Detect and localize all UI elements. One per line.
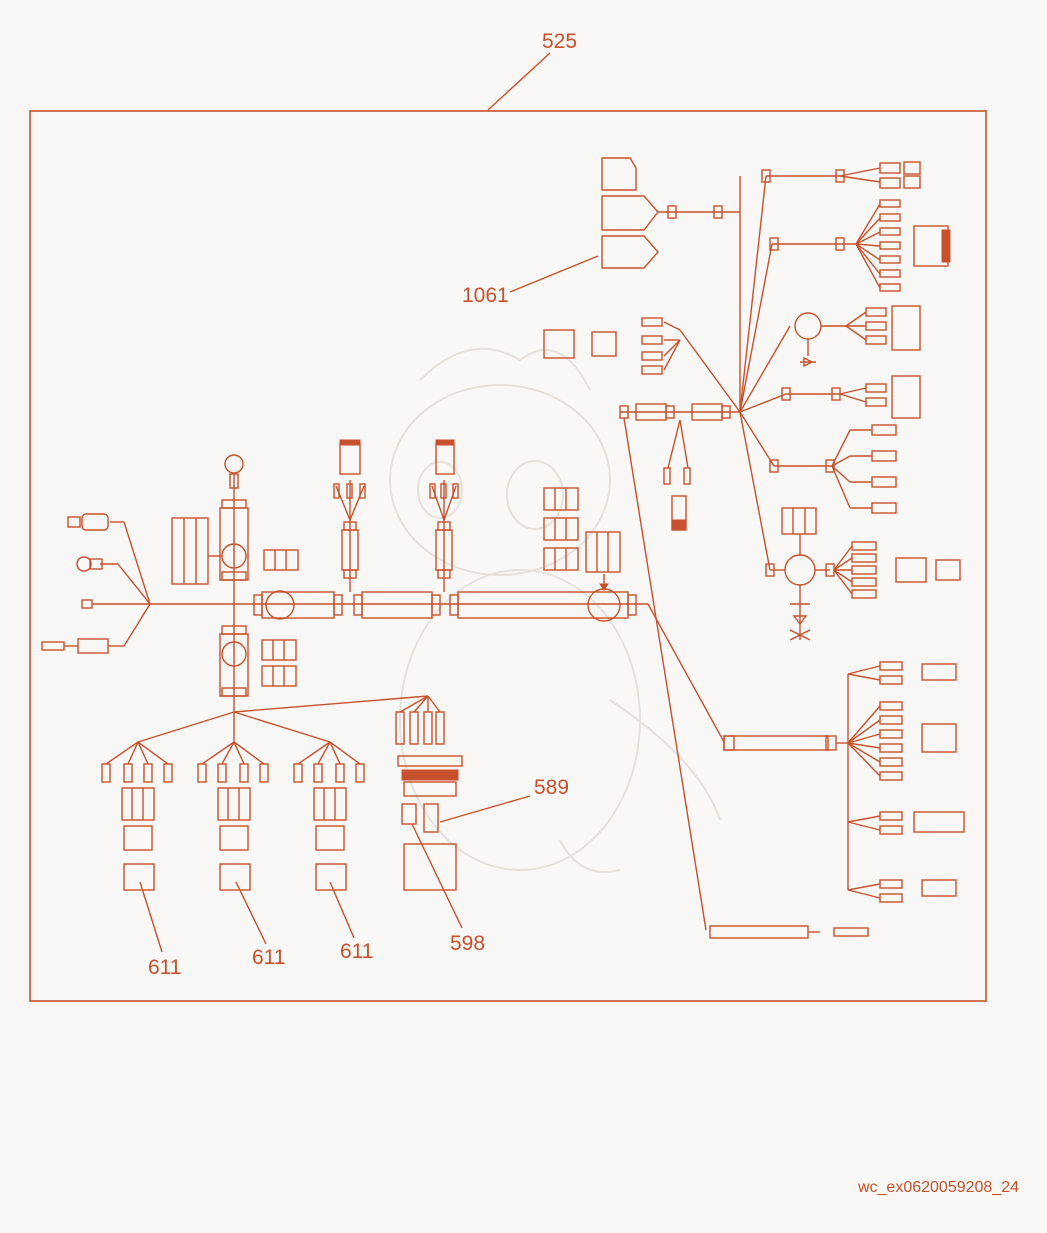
left-terminals bbox=[41, 513, 240, 654]
switch-group bbox=[601, 157, 741, 412]
figure-id: wc_ex0620059208_24 bbox=[857, 1179, 1019, 1196]
callout-1061: 1061 bbox=[462, 284, 509, 307]
relay-blocks-center bbox=[263, 487, 621, 573]
leader-598 bbox=[411, 823, 463, 929]
lower-right-harness bbox=[709, 661, 965, 939]
main-trunk bbox=[240, 574, 648, 622]
leader-589 bbox=[439, 795, 531, 823]
upper-branches bbox=[333, 439, 459, 592]
connector-cluster-top bbox=[543, 317, 741, 413]
callout-589: 589 bbox=[534, 776, 569, 799]
callout-611c: 611 bbox=[340, 940, 373, 963]
leader-611c bbox=[329, 881, 355, 939]
watermark-sketch bbox=[389, 347, 721, 873]
leader-525 bbox=[487, 52, 551, 111]
leader-1061 bbox=[509, 255, 599, 293]
callout-611a: 611 bbox=[148, 956, 181, 979]
leader-611a bbox=[139, 881, 163, 953]
right-main-harness bbox=[619, 403, 740, 931]
left-vertical-harness bbox=[171, 454, 297, 700]
leader-611b bbox=[235, 881, 267, 945]
callout-525: 525 bbox=[542, 30, 577, 53]
assembly-frame bbox=[29, 110, 987, 1002]
fuse-block-assembly bbox=[395, 695, 463, 891]
lower-relay-group bbox=[101, 695, 429, 891]
callout-611b: 611 bbox=[252, 946, 285, 969]
callout-598: 598 bbox=[450, 932, 485, 955]
right-fan-connectors bbox=[739, 161, 961, 641]
